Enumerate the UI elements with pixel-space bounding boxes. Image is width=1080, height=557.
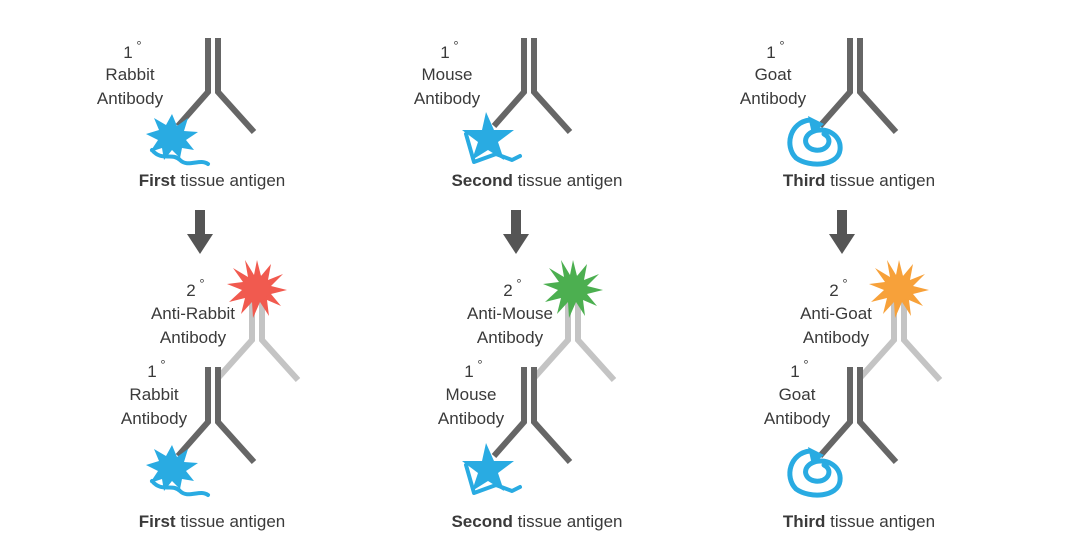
primary-antibody xyxy=(175,38,257,135)
caption-rest: tissue antigen xyxy=(513,512,623,531)
caption-rest: tissue antigen xyxy=(513,171,623,190)
degree-number: 1 xyxy=(123,43,132,62)
primary-antibody xyxy=(175,367,257,465)
primary-antibody xyxy=(491,367,573,465)
degree-symbol: ° xyxy=(842,276,847,291)
antigen-caption: Third tissue antigen xyxy=(783,171,935,190)
species-label: Mouse xyxy=(421,65,472,84)
degree-number: 1 xyxy=(790,362,799,381)
primary-antibody xyxy=(817,367,899,465)
caption-bold: Third xyxy=(783,512,826,531)
antigen-caption: First tissue antigen xyxy=(139,512,285,531)
caption-bold: Second xyxy=(451,512,512,531)
primary-antibody xyxy=(491,38,573,135)
secondary-antibody xyxy=(857,290,943,383)
species-label: Rabbit xyxy=(129,385,178,404)
degree-symbol: ° xyxy=(516,276,521,291)
species-label: Rabbit xyxy=(105,65,154,84)
degree-number: 1 xyxy=(766,43,775,62)
bottom-panel: 2°Anti-MouseAntibody1°MouseAntibodySecon… xyxy=(438,260,623,531)
degree-number: 1 xyxy=(464,362,473,381)
star-antigen-icon xyxy=(460,110,522,164)
antibody-label: Antibody xyxy=(160,328,227,347)
fluorophore-icon xyxy=(869,260,929,318)
degree-symbol: ° xyxy=(136,38,141,53)
degree-symbol: ° xyxy=(453,38,458,53)
antibody-label: Antibody xyxy=(97,89,164,108)
caption-bold: Third xyxy=(783,171,826,190)
splat-antigen-icon xyxy=(144,112,210,166)
species-label: Goat xyxy=(755,65,792,84)
degree-symbol: ° xyxy=(779,38,784,53)
antigen-caption: Third tissue antigen xyxy=(783,512,935,531)
down-arrow-icon xyxy=(187,210,213,254)
antibody-label: Antibody xyxy=(764,409,831,428)
caption-rest: tissue antigen xyxy=(825,171,935,190)
degree-number: 2 xyxy=(186,281,195,300)
species-label: Anti-Mouse xyxy=(467,304,553,323)
species-label: Goat xyxy=(779,385,816,404)
caption-bold: Second xyxy=(451,171,512,190)
antigen-caption: First tissue antigen xyxy=(139,171,285,190)
degree-symbol: ° xyxy=(199,276,204,291)
bottom-panel: 2°Anti-RabbitAntibody1°RabbitAntibodyFir… xyxy=(121,260,301,531)
antigen-caption: Second tissue antigen xyxy=(451,171,622,190)
caption-rest: tissue antigen xyxy=(825,512,935,531)
down-arrow-icon xyxy=(503,210,529,254)
degree-number: 2 xyxy=(829,281,838,300)
degree-symbol: ° xyxy=(160,357,165,372)
star-antigen-icon xyxy=(460,441,522,495)
caption-rest: tissue antigen xyxy=(176,512,286,531)
splat-antigen-icon xyxy=(144,443,210,497)
antibody-label: Antibody xyxy=(477,328,544,347)
caption-rest: tissue antigen xyxy=(176,171,286,190)
antibody-label: Antibody xyxy=(438,409,505,428)
loop-antigen-icon xyxy=(790,447,840,495)
antigen-caption: Second tissue antigen xyxy=(451,512,622,531)
degree-number: 1 xyxy=(440,43,449,62)
loop-antigen-icon xyxy=(790,116,840,164)
secondary-antibody xyxy=(215,290,301,383)
antibody-label: Antibody xyxy=(803,328,870,347)
caption-bold: First xyxy=(139,512,176,531)
primary-antibody xyxy=(817,38,899,135)
secondary-antibody xyxy=(531,290,617,383)
antibody-label: Antibody xyxy=(740,89,807,108)
antibody-label: Antibody xyxy=(121,409,188,428)
degree-symbol: ° xyxy=(477,357,482,372)
degree-symbol: ° xyxy=(803,357,808,372)
species-label: Anti-Rabbit xyxy=(151,304,235,323)
species-label: Anti-Goat xyxy=(800,304,872,323)
caption-bold: First xyxy=(139,171,176,190)
down-arrow-icon xyxy=(829,210,855,254)
species-label: Mouse xyxy=(445,385,496,404)
fluorophore-icon xyxy=(227,260,287,318)
degree-number: 2 xyxy=(503,281,512,300)
antibody-label: Antibody xyxy=(414,89,481,108)
degree-number: 1 xyxy=(147,362,156,381)
